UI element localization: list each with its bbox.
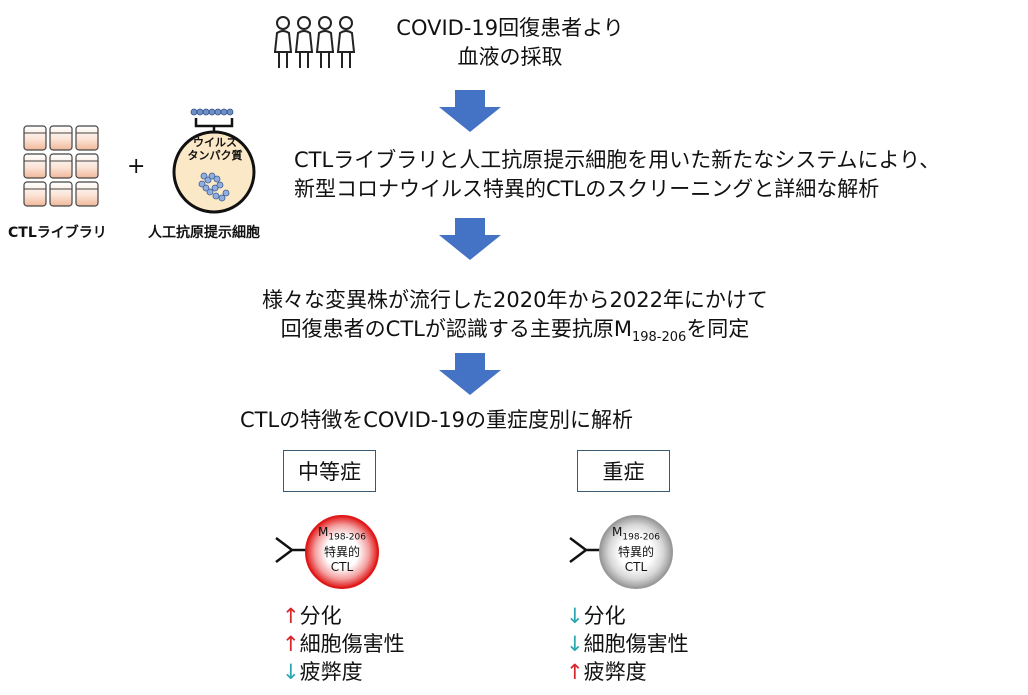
up-arrow-icon: ↑ <box>282 604 300 628</box>
ctl-cell-grey-line2: 特異的 <box>617 545 654 560</box>
ctl-cell-red-line1: M198-206 <box>303 525 381 545</box>
step4-text: CTLの特徴をCOVID-19の重症度別に解析 <box>240 408 634 432</box>
down-arrow-icon: ↓ <box>566 632 584 656</box>
patients-icon <box>273 16 356 68</box>
ctl-cell-grey-line3: CTL <box>624 560 648 575</box>
result-row: ↓疲弊度 <box>282 658 405 686</box>
result-row: ↓細胞傷害性 <box>566 630 689 658</box>
step3-text: 様々な変異株が流行した2020年から2022年にかけて 回復患者のCTLが認識す… <box>150 286 880 352</box>
step2-line1: CTLライブラリと人工抗原提示細胞を用いた新たなシステムにより、 <box>294 148 941 172</box>
plus-sign: + <box>127 154 146 179</box>
step3-line2: 回復患者のCTLが認識する主要抗原M198-206を同定 <box>150 315 880 352</box>
step3-line1: 様々な変異株が流行した2020年から2022年にかけて <box>262 288 768 312</box>
ctl-library-label: CTLライブラリ <box>8 225 107 241</box>
cell-sub: 198-206 <box>328 532 366 543</box>
ctl-cell-grey-line1: M198-206 <box>597 525 675 545</box>
step1-text: COVID-19回復患者より 血液の採取 <box>360 14 660 72</box>
cell-m: M <box>612 525 623 539</box>
down-arrow-icon: ↓ <box>282 660 300 684</box>
result-row: ↓分化 <box>566 602 689 630</box>
result-row: ↑疲弊度 <box>566 658 689 686</box>
down-arrow-2 <box>439 218 501 260</box>
cell-sub: 198-206 <box>622 532 660 543</box>
ctl-library-icon <box>23 125 99 207</box>
step1-line1: COVID-19回復患者より <box>396 16 624 40</box>
result-text: 疲弊度 <box>299 660 363 684</box>
severe-label: 重症 <box>602 460 645 484</box>
result-text: 細胞傷害性 <box>583 632 689 656</box>
severe-label-box: 重症 <box>577 450 670 492</box>
ctl-cell-red-icon <box>305 515 379 589</box>
step1-line2: 血液の採取 <box>457 45 563 69</box>
result-text: 分化 <box>583 604 626 628</box>
apc-inner-text: ウイルス タンパク質 <box>176 136 254 162</box>
step3-line2-pre: 回復患者のCTLが認識する主要抗原M <box>280 317 632 341</box>
up-arrow-icon: ↑ <box>282 632 300 656</box>
cell-m: M <box>318 525 329 539</box>
moderate-label: 中等症 <box>298 460 361 484</box>
down-arrow-1 <box>439 90 501 132</box>
down-arrow-icon: ↓ <box>566 604 584 628</box>
ctl-cell-grey-text: M198-206 特異的 CTL <box>597 525 675 575</box>
ctl-cell-grey-icon <box>599 515 673 589</box>
ctl-cell-red-line3: CTL <box>330 560 354 575</box>
down-arrow-3 <box>439 353 501 395</box>
step3-line2-post: を同定 <box>686 317 750 341</box>
step3-line2-sub: 198-206 <box>631 330 687 346</box>
ctl-cell-red-line2: 特異的 <box>323 545 360 560</box>
apc-label: 人工抗原提示細胞 <box>148 225 260 241</box>
moderate-results: ↑分化 ↑細胞傷害性 ↓疲弊度 <box>282 602 405 686</box>
result-row: ↑分化 <box>282 602 405 630</box>
result-text: 疲弊度 <box>583 660 647 684</box>
apc-inner-line2: タンパク質 <box>187 149 243 162</box>
artificial-apc-icon <box>172 108 256 214</box>
step2-line2: 新型コロナウイルス特異的CTLのスクリーニングと詳細な解析 <box>294 177 880 201</box>
moderate-label-box: 中等症 <box>283 450 376 492</box>
apc-inner-line1: ウイルス <box>193 136 237 149</box>
severe-results: ↓分化 ↓細胞傷害性 ↑疲弊度 <box>566 602 689 686</box>
result-text: 細胞傷害性 <box>299 632 405 656</box>
ctl-cell-red-text: M198-206 特異的 CTL <box>303 525 381 575</box>
up-arrow-icon: ↑ <box>566 660 584 684</box>
result-text: 分化 <box>299 604 342 628</box>
step2-text: CTLライブラリと人工抗原提示細胞を用いた新たなシステムにより、 新型コロナウイ… <box>294 146 1024 204</box>
result-row: ↑細胞傷害性 <box>282 630 405 658</box>
